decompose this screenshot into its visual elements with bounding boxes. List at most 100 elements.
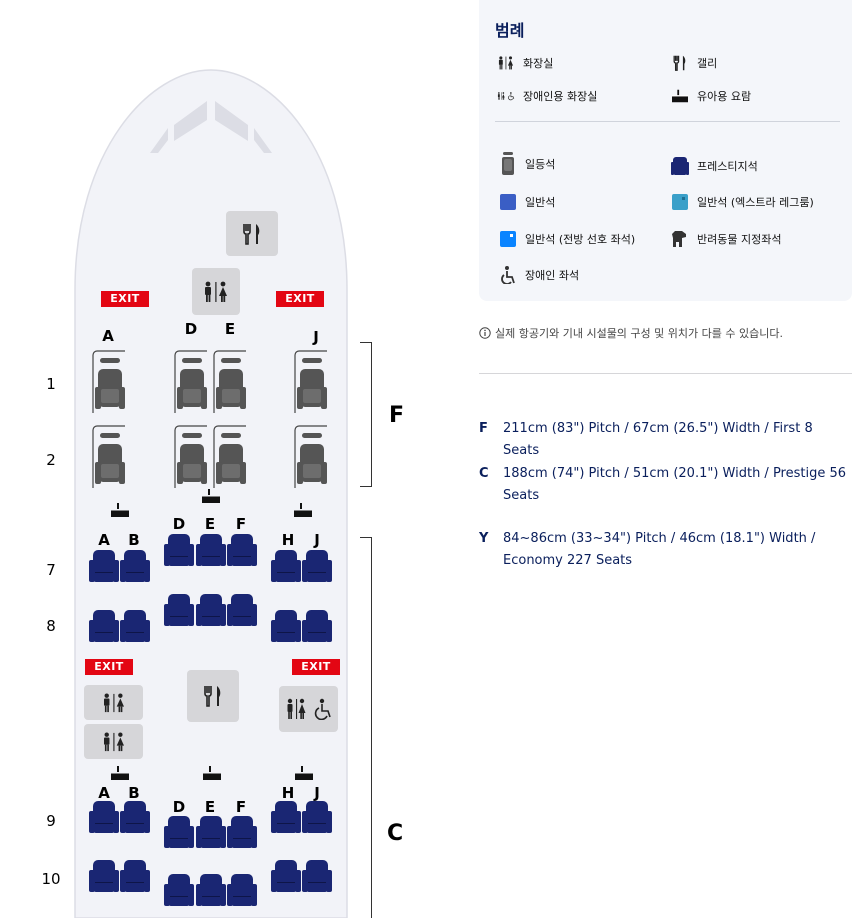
- prestige-seat-8B[interactable]: [120, 610, 150, 642]
- first-seat-2E[interactable]: [212, 424, 248, 490]
- galley-icon: [671, 54, 689, 72]
- row-number-2: 2: [46, 451, 56, 469]
- legend-title: 범례: [495, 21, 525, 40]
- legend-label: 일반석 (엑스트라 레그룸): [697, 196, 814, 209]
- legend-item-lavatory: 화장실: [497, 54, 553, 72]
- lavatory-icon: [103, 693, 124, 712]
- row-number-7: 7: [46, 561, 56, 579]
- lavatory-icon: [103, 732, 124, 751]
- pet-seat-icon: [671, 230, 689, 248]
- legend-label: 일등석: [525, 158, 556, 171]
- class-label-prestige: C: [387, 821, 404, 846]
- info-icon: [479, 327, 491, 339]
- column-letter-e: E: [204, 798, 216, 816]
- column-letter-d: D: [172, 515, 186, 533]
- prestige-seat-9B[interactable]: [120, 801, 150, 833]
- prestige-seat-icon: [671, 157, 689, 175]
- prestige-seat-9A[interactable]: [89, 801, 119, 833]
- bassinet-icon: [203, 766, 221, 780]
- prestige-seat-8A[interactable]: [89, 610, 119, 642]
- notice-text: 실제 항공기와 기내 시설물의 구성 및 위치가 다를 수 있습니다.: [495, 327, 783, 340]
- first-seat-2D[interactable]: [173, 424, 209, 490]
- exit-sign-mid-left: EXIT: [85, 659, 133, 675]
- first-seat-1A[interactable]: [91, 349, 127, 415]
- spec-code: F: [479, 421, 488, 436]
- prestige-seat-8E[interactable]: [196, 594, 226, 626]
- first-seat-1E[interactable]: [212, 349, 248, 415]
- prestige-seat-7F[interactable]: [227, 534, 257, 566]
- legend-item-accessible-seat: 장애인 좌석: [499, 266, 579, 284]
- accessible-lavatory-icon: [287, 698, 331, 720]
- prestige-seat-9E[interactable]: [196, 816, 226, 848]
- lavatory-mid-left-2: [84, 724, 143, 759]
- legend-label: 프레스티지석: [697, 160, 758, 173]
- accessible-lavatory-icon: [497, 87, 515, 105]
- prestige-seat-7B[interactable]: [120, 550, 150, 582]
- legend-label: 장애인용 화장실: [523, 90, 598, 103]
- column-letter-d: D: [184, 320, 198, 338]
- column-letter-a: A: [98, 784, 110, 802]
- prestige-seat-8D[interactable]: [164, 594, 194, 626]
- spec-code: Y: [479, 531, 489, 546]
- section-divider: [479, 373, 852, 374]
- galley-icon: [204, 686, 221, 707]
- prestige-seat-7D[interactable]: [164, 534, 194, 566]
- prestige-seat-10D[interactable]: [164, 874, 194, 906]
- row-number-8: 8: [46, 617, 56, 635]
- prestige-seat-9D[interactable]: [164, 816, 194, 848]
- spec-text: 84~86cm (33~34") Pitch / 46cm (18.1") Wi…: [503, 531, 816, 568]
- first-seat-2J[interactable]: [293, 424, 329, 490]
- first-seat-1D[interactable]: [173, 349, 209, 415]
- column-letter-e: E: [204, 515, 216, 533]
- prestige-seat-9H[interactable]: [271, 801, 301, 833]
- prestige-seat-7J[interactable]: [302, 550, 332, 582]
- first-seat-2A[interactable]: [91, 424, 127, 490]
- legend-label: 장애인 좌석: [525, 269, 580, 282]
- bassinet-icon: [295, 766, 313, 780]
- spec-first: F 211cm (83") Pitch / 67cm (26.5") Width…: [479, 418, 849, 462]
- column-letter-f: F: [235, 798, 247, 816]
- prestige-seat-8J[interactable]: [302, 610, 332, 642]
- prestige-seat-10F[interactable]: [227, 874, 257, 906]
- row-number-1: 1: [46, 375, 56, 393]
- first-seat-icon: [499, 152, 517, 175]
- row-number-10: 10: [41, 870, 61, 888]
- prestige-seat-10J[interactable]: [302, 860, 332, 892]
- legend-label: 반려동물 지정좌석: [697, 233, 782, 246]
- legend-item-prestige-seat: 프레스티지석: [671, 157, 758, 175]
- prestige-seat-8F[interactable]: [227, 594, 257, 626]
- class-label-first: F: [389, 403, 405, 428]
- lavatory-mid-left-1: [84, 685, 143, 720]
- lavatory-front: [192, 268, 240, 315]
- prestige-seat-7A[interactable]: [89, 550, 119, 582]
- legend-item-economy-front-preferred: 일반석 (전방 선호 좌석): [499, 230, 635, 248]
- column-letter-a: A: [98, 531, 110, 549]
- exit-sign-front-left: EXIT: [101, 291, 149, 307]
- prestige-seat-7H[interactable]: [271, 550, 301, 582]
- column-letter-b: B: [128, 531, 140, 549]
- prestige-seat-10E[interactable]: [196, 874, 226, 906]
- first-seat-1J[interactable]: [293, 349, 329, 415]
- legend-divider: [495, 121, 840, 122]
- prestige-seat-10A[interactable]: [89, 860, 119, 892]
- prestige-seat-10H[interactable]: [271, 860, 301, 892]
- accessible-seat-icon: [499, 266, 517, 284]
- seat-map: EXIT EXIT A D E J F 1 2 7 8 9 10 A B D E…: [41, 69, 405, 918]
- prestige-seat-8H[interactable]: [271, 610, 301, 642]
- prestige-seat-7E[interactable]: [196, 534, 226, 566]
- spec-text: 211cm (83") Pitch / 67cm (26.5") Width /…: [503, 421, 813, 458]
- class-bracket-prestige: [360, 537, 372, 918]
- prestige-seat-9F[interactable]: [227, 816, 257, 848]
- bassinet-icon: [294, 503, 312, 517]
- exit-sign-front-right: EXIT: [276, 291, 324, 307]
- prestige-seat-10B[interactable]: [120, 860, 150, 892]
- bassinet-icon: [111, 766, 129, 780]
- legend-label: 갤리: [697, 57, 718, 70]
- legend-item-economy-extra-legroom: 일반석 (엑스트라 레그룸): [671, 193, 814, 211]
- prestige-seat-9J[interactable]: [302, 801, 332, 833]
- economy-extra-legroom-icon: [671, 193, 689, 211]
- notice: 실제 항공기와 기내 시설물의 구성 및 위치가 다를 수 있습니다.: [479, 325, 783, 341]
- economy-seat-icon: [499, 193, 517, 211]
- bassinet-icon: [671, 87, 689, 105]
- bassinet-icon: [202, 489, 220, 503]
